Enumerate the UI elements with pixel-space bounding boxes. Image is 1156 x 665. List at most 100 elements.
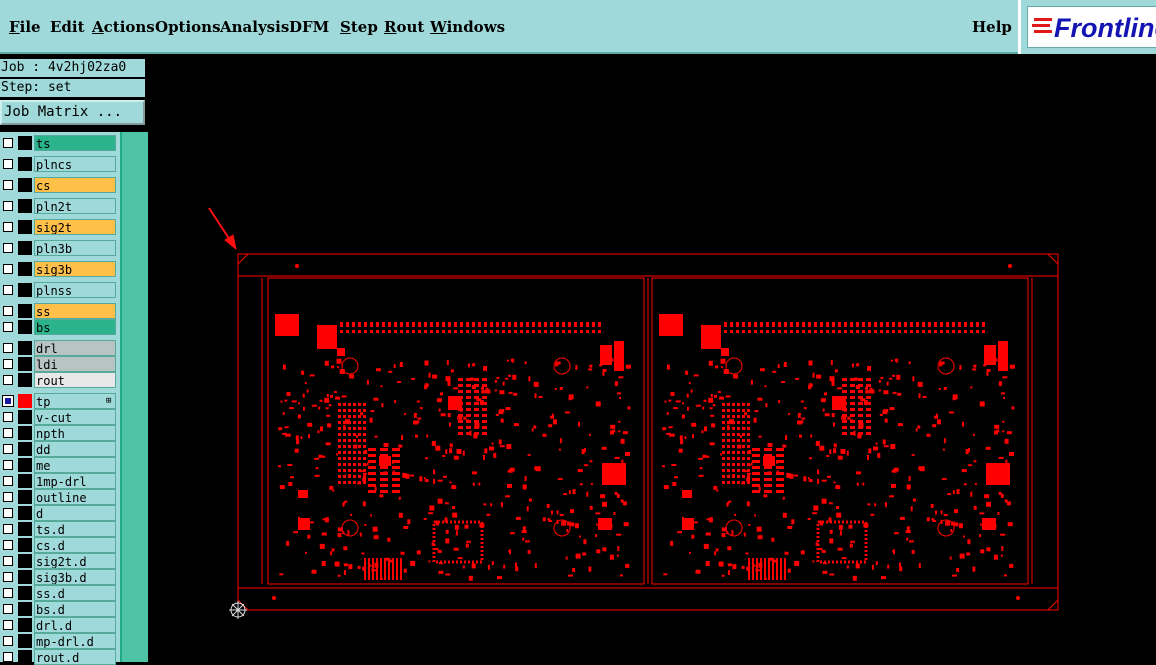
layer-name[interactable]: ss (34, 303, 116, 319)
layer-checkbox[interactable] (3, 322, 13, 332)
layer-name[interactable]: sig2t (34, 219, 116, 235)
menu-file[interactable]: File (9, 18, 41, 36)
layer-name[interactable]: 1mp-drl (34, 473, 116, 489)
layer-row-rout[interactable]: rout (0, 372, 118, 388)
layer-checkbox[interactable] (3, 620, 13, 630)
layer-name[interactable]: bs (34, 319, 116, 335)
menu-step[interactable]: Step (340, 18, 378, 36)
menu-dfm[interactable]: DFM (289, 18, 330, 36)
layer-row-ts[interactable]: ts (0, 135, 118, 151)
layer-checkbox[interactable] (3, 556, 13, 566)
layer-row-tp[interactable]: tp⊞ (0, 393, 118, 409)
layer-name[interactable]: drl.d (34, 617, 116, 633)
layer-row-drl[interactable]: drl (0, 340, 118, 356)
layer-checkbox[interactable] (3, 201, 13, 211)
layer-row-d[interactable]: d (0, 505, 118, 521)
menu-options[interactable]: Options (155, 18, 221, 36)
layer-row-v-cut[interactable]: v-cut (0, 409, 118, 425)
layer-checkbox[interactable] (3, 343, 13, 353)
menu-actions[interactable]: Actions (92, 18, 155, 36)
layer-row-plnss[interactable]: plnss (0, 282, 118, 298)
layer-name[interactable]: pln3b (34, 240, 116, 256)
layer-row-ldi[interactable]: ldi (0, 356, 118, 372)
menu-windows[interactable]: Windows (430, 18, 506, 36)
layer-name[interactable]: sig3b (34, 261, 116, 277)
layer-row-drl.d[interactable]: drl.d (0, 617, 118, 633)
layer-name[interactable]: sig3b.d (34, 569, 116, 585)
layer-checkbox[interactable] (3, 180, 13, 190)
layer-row-sig2t.d[interactable]: sig2t.d (0, 553, 118, 569)
layer-checkbox[interactable] (3, 375, 13, 385)
layer-row-mp-drl.d[interactable]: mp-drl.d (0, 633, 118, 649)
layer-name[interactable]: dd (34, 441, 116, 457)
layer-checkbox[interactable] (3, 588, 13, 598)
layer-checkbox[interactable] (3, 508, 13, 518)
layer-checkbox[interactable] (3, 159, 13, 169)
layer-name[interactable]: me (34, 457, 116, 473)
layer-checkbox[interactable] (3, 359, 13, 369)
layer-row-rout.d[interactable]: rout.d (0, 649, 118, 665)
layer-row-pln2t[interactable]: pln2t (0, 198, 118, 214)
layer-name[interactable]: ts.d (34, 521, 116, 537)
layer-name[interactable]: bs.d (34, 601, 116, 617)
layer-row-me[interactable]: me (0, 457, 118, 473)
layer-name[interactable]: cs.d (34, 537, 116, 553)
menu-help[interactable]: Help (972, 18, 1012, 36)
job-matrix-button[interactable]: Job Matrix ... (0, 100, 145, 125)
menu-edit[interactable]: Edit (50, 18, 85, 36)
layer-checkbox[interactable] (3, 285, 13, 295)
layer-checkbox[interactable] (3, 243, 13, 253)
layer-row-bs.d[interactable]: bs.d (0, 601, 118, 617)
layer-name[interactable]: sig2t.d (34, 553, 116, 569)
layer-row-sig3b[interactable]: sig3b (0, 261, 118, 277)
layer-name[interactable]: d (34, 505, 116, 521)
layer-checkbox[interactable] (3, 604, 13, 614)
layer-name[interactable]: ss.d (34, 585, 116, 601)
layer-checkbox[interactable] (2, 395, 14, 407)
layer-checkbox[interactable] (3, 636, 13, 646)
layer-row-sig2t[interactable]: sig2t (0, 219, 118, 235)
menu-rout[interactable]: Rout (384, 18, 425, 36)
layer-row-pln3b[interactable]: pln3b (0, 240, 118, 256)
layer-name[interactable]: mp-drl.d (34, 633, 116, 649)
layer-checkbox[interactable] (3, 524, 13, 534)
layer-checkbox[interactable] (3, 460, 13, 470)
layer-expand-icon[interactable]: ⊞ (106, 396, 112, 406)
graphic-canvas[interactable] (150, 56, 1156, 662)
layer-name[interactable]: tp (34, 393, 116, 409)
layer-row-cs[interactable]: cs (0, 177, 118, 193)
layer-checkbox[interactable] (3, 412, 13, 422)
layer-name[interactable]: rout.d (34, 649, 116, 665)
layer-checkbox[interactable] (3, 652, 13, 662)
layer-checkbox[interactable] (3, 444, 13, 454)
layer-name[interactable]: ts (34, 135, 116, 151)
layer-checkbox[interactable] (3, 222, 13, 232)
layer-checkbox[interactable] (3, 428, 13, 438)
layer-name[interactable]: cs (34, 177, 116, 193)
layer-name[interactable]: rout (34, 372, 116, 388)
layer-checkbox[interactable] (3, 138, 13, 148)
layer-checkbox[interactable] (3, 264, 13, 274)
layer-row-bs[interactable]: bs (0, 319, 118, 335)
layer-row-ts.d[interactable]: ts.d (0, 521, 118, 537)
layer-checkbox[interactable] (3, 540, 13, 550)
menu-analysis[interactable]: Analysis (220, 18, 290, 36)
layer-row-outline[interactable]: outline (0, 489, 118, 505)
layer-row-npth[interactable]: npth (0, 425, 118, 441)
layer-checkbox[interactable] (3, 572, 13, 582)
layer-name[interactable]: pln2t (34, 198, 116, 214)
layer-name[interactable]: drl (34, 340, 116, 356)
layer-list-scrollbar[interactable] (120, 132, 148, 662)
layer-checkbox[interactable] (3, 492, 13, 502)
layer-name[interactable]: outline (34, 489, 116, 505)
layer-name[interactable]: plncs (34, 156, 116, 172)
layer-row-ss[interactable]: ss (0, 303, 118, 319)
layer-name[interactable]: v-cut (34, 409, 116, 425)
layer-row-plncs[interactable]: plncs (0, 156, 118, 172)
layer-row-1mp-drl[interactable]: 1mp-drl (0, 473, 118, 489)
layer-name[interactable]: ldi (34, 356, 116, 372)
layer-row-ss.d[interactable]: ss.d (0, 585, 118, 601)
layer-checkbox[interactable] (3, 476, 13, 486)
layer-name[interactable]: npth (34, 425, 116, 441)
layer-row-cs.d[interactable]: cs.d (0, 537, 118, 553)
